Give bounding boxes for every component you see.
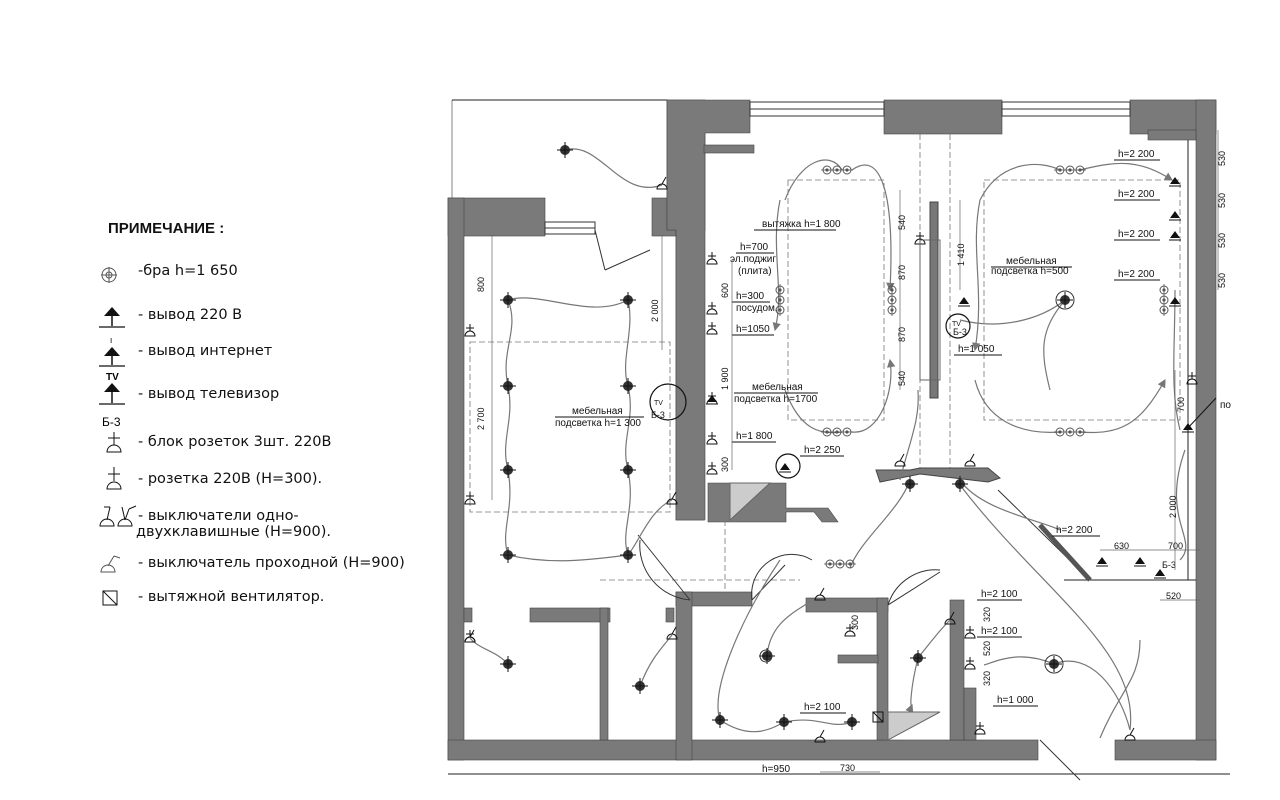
label-furn1300b: подсветка h=1 300 <box>555 418 641 429</box>
dim-700b: 700 <box>1168 541 1183 551</box>
dim-300b: 300 <box>850 615 860 630</box>
label-dishwasher: посудом. <box>736 303 778 314</box>
dim-300a: 300 <box>720 457 730 472</box>
legend-text-internet: - вывод интернет <box>138 343 273 359</box>
dim-2000a: 2 000 <box>650 299 660 322</box>
label-h1050a: h=1050 <box>736 324 770 335</box>
dim-2000b: 2 000 <box>1168 495 1178 518</box>
legend-text-sconce: -бра h=1 650 <box>138 263 238 279</box>
label-furn1700b: подсветка h=1700 <box>734 394 818 405</box>
dim-2700: 2 700 <box>476 407 486 430</box>
pass-switch-icon <box>100 555 121 573</box>
dim-600: 600 <box>720 283 730 298</box>
label-h2200b: h=2 200 <box>1118 189 1155 200</box>
label-h2200a: h=2 200 <box>1118 149 1155 160</box>
label-tv1: TV <box>654 400 663 407</box>
outlet-220-icon <box>99 307 125 328</box>
internet-outlet-icon: I <box>99 338 125 367</box>
sconce-icon <box>101 267 117 283</box>
label-h2200c: h=2 200 <box>1118 229 1155 240</box>
dim-320b: 320 <box>982 671 992 686</box>
dim-540b: 540 <box>897 371 907 386</box>
dim-320a: 320 <box>982 607 992 622</box>
dim-530a: 530 <box>1217 151 1227 166</box>
dim-870a: 870 <box>897 265 907 280</box>
label-hood: вытяжка h=1 800 <box>762 219 841 230</box>
label-b3c: Б-3 <box>1162 560 1176 570</box>
dim-730: 730 <box>840 763 855 773</box>
legend-text-switch-line2: двухклавишные (H=900). <box>136 524 331 540</box>
label-h2200d: h=2 200 <box>1118 269 1155 280</box>
floor-plan: вытяжка h=1 800 h=700 эл.поджиг (плита) … <box>447 99 1231 781</box>
dim-1410: 1 410 <box>956 243 966 266</box>
label-furn1700a: мебельная <box>752 381 803 393</box>
outline-lines <box>448 99 1230 775</box>
label-h700: h=700 <box>740 242 769 253</box>
label-b3a: Б-3 <box>651 410 665 420</box>
dim-530b: 530 <box>1217 193 1227 208</box>
legend-text-exhaust-fan: - вытяжной вентилятор. <box>138 589 325 605</box>
dimension-texts: 800 2 000 2 700 600 1 900 300 540 870 87… <box>476 151 1227 773</box>
label-h2100c: h=2 100 <box>804 702 841 713</box>
dim-800: 800 <box>476 277 486 292</box>
tv-mark: TV <box>106 372 119 383</box>
label-furn1300a: мебельная <box>572 405 623 417</box>
label-h950: h=950 <box>762 764 791 775</box>
dimensions <box>491 130 1219 773</box>
legend-text-pass-switch: - выключатель проходной (H=900) <box>138 555 405 571</box>
dim-870b: 870 <box>897 327 907 342</box>
label-h1000: h=1 000 <box>997 695 1034 706</box>
legend-text-outlet-220: - вывод 220 В <box>138 307 243 323</box>
legend-panel: ПРИМЕЧАНИЕ : -бра h=1 650 - вывод 220 В … <box>0 0 440 800</box>
legend-title: ПРИМЕЧАНИЕ : <box>108 220 225 237</box>
dashed-zones <box>469 134 1181 600</box>
socket-icon <box>106 467 122 490</box>
legend-text-switch-line1: - выключатели одно- <box>138 508 299 524</box>
exhaust-fan-icon <box>102 590 118 606</box>
dim-700a: 700 <box>1176 397 1186 412</box>
socket-block-icon: Б-3 <box>102 415 122 453</box>
label-h2200e: h=2 200 <box>1056 525 1093 536</box>
sockets-switches <box>464 176 1198 743</box>
label-b3b: Б-3 <box>953 327 967 337</box>
dim-530d: 530 <box>1217 273 1227 288</box>
walls <box>447 99 1217 761</box>
chandelier-icon <box>1055 290 1075 310</box>
label-po: по <box>1220 400 1231 411</box>
plan-labels: вытяжка h=1 800 h=700 эл.поджиг (плита) … <box>555 149 1231 775</box>
legend-text-socket-block: - блок розеток 3шт. 220В <box>138 434 332 450</box>
legend-text-switch: - выключатели одно- двухклавишные (H=900… <box>136 508 331 540</box>
legend-text-tv: - вывод телевизор <box>138 386 280 402</box>
switch-icon <box>99 505 137 527</box>
socket-block-mark: Б-3 <box>102 415 121 429</box>
dim-540a: 540 <box>897 215 907 230</box>
dim-630: 630 <box>1114 541 1129 551</box>
label-furn500a: мебельная <box>1006 255 1057 267</box>
label-tv2: TV <box>952 321 961 328</box>
dim-520b: 520 <box>982 641 992 656</box>
label-stove: (плита) <box>738 266 772 277</box>
dim-1900: 1 900 <box>720 367 730 390</box>
legend-text-socket: - розетка 220В (H=300). <box>138 471 323 487</box>
label-h300: h=300 <box>736 291 765 302</box>
label-h2100a: h=2 100 <box>981 589 1018 600</box>
internet-mark: I <box>110 338 112 345</box>
ceiling-lamps <box>499 141 1075 731</box>
cable-lines <box>469 148 1187 739</box>
label-ignition: эл.поджиг <box>730 254 776 265</box>
exhaust-fan-kitchen <box>872 711 884 723</box>
label-h1800: h=1 800 <box>736 431 773 442</box>
label-h2100b: h=2 100 <box>981 626 1018 637</box>
label-h1050b: h=1 050 <box>958 344 995 355</box>
dim-530c: 530 <box>1217 233 1227 248</box>
windows <box>544 101 1131 235</box>
label-h2250: h=2 250 <box>804 445 841 456</box>
dim-520a: 520 <box>1166 591 1181 601</box>
label-furn500b: подсветка h=500 <box>991 266 1069 277</box>
tv-outlet-icon: TV <box>99 372 125 405</box>
